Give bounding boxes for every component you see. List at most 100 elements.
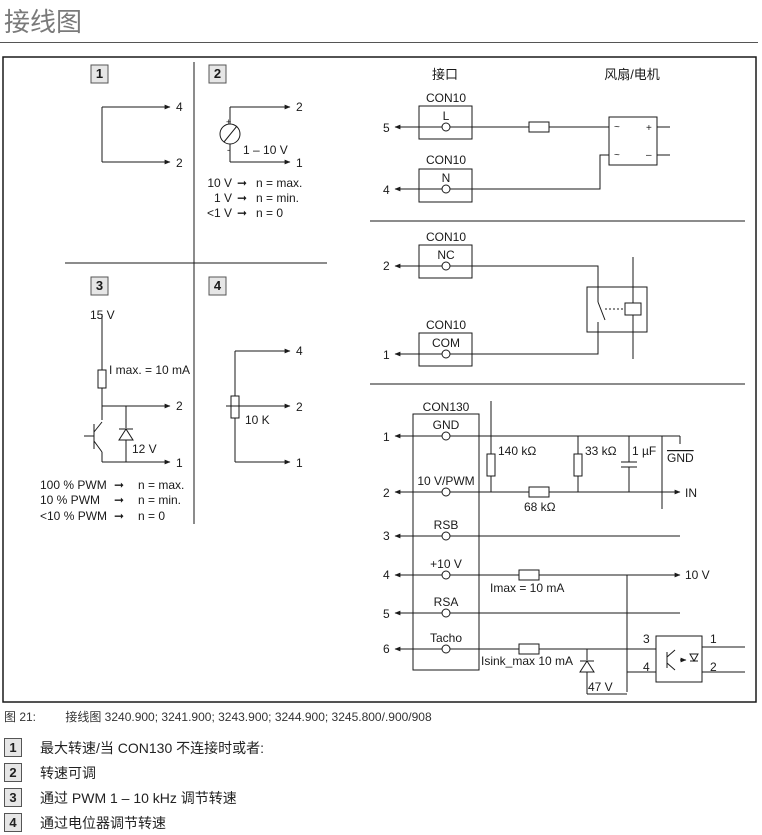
fan-motor-box: [608, 116, 670, 166]
con130-pin-rsb: RSB: [434, 518, 459, 532]
con10-L-block: [394, 105, 609, 140]
motor-tr: +: [646, 123, 652, 134]
con10-NC-name: CON10: [426, 230, 466, 244]
p2-plus-sign: +: [226, 117, 231, 127]
p3-pin-2: 2: [176, 399, 183, 413]
p4-pin-4: 4: [296, 344, 303, 358]
svg-text:➞: ➞: [237, 206, 247, 220]
motor-tl: ~: [614, 122, 620, 133]
con10-N-num: 4: [383, 183, 390, 197]
con130-wiring: [394, 401, 745, 695]
legend-number-box: 4: [4, 813, 22, 832]
p3-supply-label: 15 V: [90, 308, 115, 322]
legend-item: 2 转速可调: [4, 760, 264, 785]
svg-text:n = min.: n = min.: [256, 191, 299, 205]
title-divider: [0, 42, 758, 43]
in-label: IN: [685, 486, 697, 500]
header-interface: 接口: [432, 67, 458, 82]
svg-text:n = 0: n = 0: [138, 509, 165, 523]
con10-COM-block: [394, 322, 599, 367]
con10-L-pin: L: [443, 109, 450, 123]
con130-block: [412, 413, 480, 671]
svg-text:➞: ➞: [237, 176, 247, 190]
svg-text:100 % PWM: 100 % PWM: [40, 478, 107, 492]
svg-text:➞: ➞: [114, 493, 124, 507]
imax-label: Imax = 10 mA: [490, 581, 564, 595]
opto-pin-2: 2: [710, 660, 717, 674]
svg-text:n = 0: n = 0: [256, 206, 283, 220]
r33-label: 33 kΩ: [585, 444, 617, 458]
con10-N-block: [394, 154, 609, 203]
con10-L-name: CON10: [426, 91, 466, 105]
legend-item: 1 最大转速/当 CON130 不连接时或者:: [4, 735, 264, 760]
r68-label: 68 kΩ: [524, 500, 556, 514]
p3-pin-1: 1: [176, 456, 183, 470]
p1-pin-4: 4: [176, 100, 183, 114]
c1-label: 1 µF: [632, 444, 656, 458]
legend-number-box: 1: [4, 738, 22, 757]
legend-text: 通过电位器调节转速: [40, 814, 166, 831]
z47-label: 47 V: [588, 680, 613, 694]
con10-N-name: CON10: [426, 153, 466, 167]
p3-zener-label: 12 V: [132, 442, 157, 456]
p2-pin-2: 2: [296, 100, 303, 114]
legend-list: 1 最大转速/当 CON130 不连接时或者: 2 转速可调 3 通过 PWM …: [4, 735, 264, 835]
con130-pin-rsa: RSA: [434, 595, 459, 609]
p4-pin-1: 1: [296, 456, 303, 470]
gnd-label: GND: [667, 451, 694, 465]
opto-pin-3: 3: [643, 632, 650, 646]
svg-text:4: 4: [214, 278, 222, 293]
opto-pin-1: 1: [710, 632, 717, 646]
svg-text:1: 1: [96, 66, 103, 81]
wiring-diagram: 1 2 3 4 4 2 2 1 + - 1 – 10 V 10 V ➞ n = …: [2, 56, 757, 703]
svg-text:10 V: 10 V: [207, 176, 232, 190]
box-2: 2: [208, 64, 227, 84]
con130-name: CON130: [423, 400, 470, 414]
out10v-label: 10 V: [685, 568, 710, 582]
con10-NC-block: [394, 244, 599, 302]
con130-pin-pwm: 10 V/PWM: [417, 474, 474, 488]
motor-bl: ~: [614, 150, 620, 161]
r140-label: 140 kΩ: [498, 444, 536, 458]
svg-text:1 V: 1 V: [214, 191, 232, 205]
p2-speed-table: 10 V ➞ n = max. 1 V ➞ n = min. <1 V ➞ n …: [207, 176, 302, 220]
con130-pin-gnd: GND: [433, 418, 460, 432]
con130-num-5: 5: [383, 607, 390, 621]
legend-item: 3 通过 PWM 1 – 10 kHz 调节转速: [4, 785, 264, 810]
con10-N-pin: N: [442, 171, 451, 185]
p1-jumper: [101, 104, 171, 165]
header-fan-motor: 风扇/电机: [604, 67, 660, 82]
relay: [586, 257, 648, 359]
con130-num-1: 1: [383, 430, 390, 444]
figure-number: 图 21:: [4, 710, 37, 724]
legend-text: 通过 PWM 1 – 10 kHz 调节转速: [40, 789, 237, 806]
p3-transistor-circuit: [84, 314, 171, 465]
svg-text:n = min.: n = min.: [138, 493, 181, 507]
svg-text:3: 3: [96, 278, 103, 293]
p3-imax-label: I max. = 10 mA: [109, 363, 190, 377]
legend-text: 转速可调: [40, 764, 96, 781]
legend-text: 最大转速/当 CON130 不连接时或者:: [40, 739, 265, 756]
p1-pin-2: 2: [176, 156, 183, 170]
svg-text:n = max.: n = max.: [138, 478, 184, 492]
motor-br: –: [646, 150, 652, 161]
legend-item: 4 通过电位器调节转速: [4, 810, 264, 835]
svg-text:10 % PWM: 10 % PWM: [40, 493, 100, 507]
con10-L-num: 5: [383, 121, 390, 135]
diagram-frame: [2, 56, 757, 703]
p3-speed-table: 100 % PWM ➞ n = max. 10 % PWM ➞ n = min.…: [40, 478, 184, 523]
con130-num-2: 2: [383, 486, 390, 500]
p2-voltage-source: [219, 104, 291, 165]
figure-caption: 图 21: 接线图 3240.900; 3241.900; 3243.900; …: [4, 708, 432, 725]
con130-num-3: 3: [383, 529, 390, 543]
con10-NC-pin: NC: [437, 248, 455, 262]
con130-num-4: 4: [383, 568, 390, 582]
isink-label: Isink_max 10 mA: [481, 654, 573, 668]
svg-text:n = max.: n = max.: [256, 176, 302, 190]
p2-voltage-label: 1 – 10 V: [243, 143, 288, 157]
opto-pin-4: 4: [643, 660, 650, 674]
figure-text: 接线图 3240.900; 3241.900; 3243.900; 3244.9…: [65, 710, 432, 724]
page-title: 接线图: [4, 7, 83, 37]
con10-COM-num: 1: [383, 348, 390, 362]
box-4: 4: [208, 276, 227, 296]
